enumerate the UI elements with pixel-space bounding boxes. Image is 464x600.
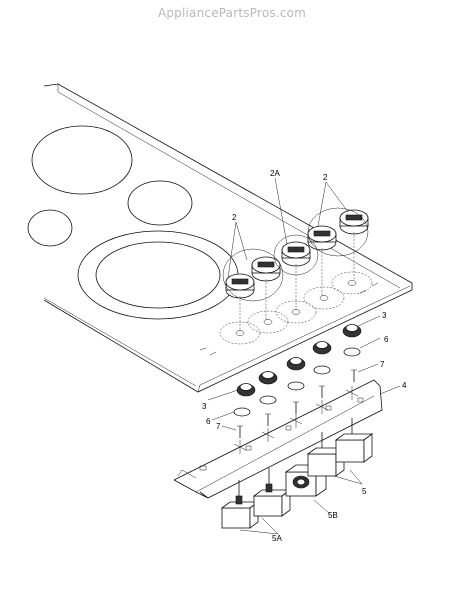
switch-5a-left [220, 480, 260, 529]
screws [237, 369, 357, 438]
mounting-bracket [173, 379, 383, 499]
switch-caps [236, 324, 362, 397]
control-knobs [222, 207, 369, 330]
callout-cap-upper: 3 [382, 311, 387, 320]
burner-front-large-inner [95, 241, 221, 309]
callout-knob-2a: 2A [270, 169, 280, 178]
callout-knob-right: 2 [323, 173, 328, 182]
knob-4 [307, 225, 337, 251]
cooktop-surface [27, 83, 413, 393]
callout-labels: 2 2A 2 3 3 6 6 7 7 4 5 5A 5B [202, 169, 407, 543]
callout-clip-lower: 6 [206, 417, 211, 426]
knob-5 [339, 209, 369, 235]
callout-bracket: 4 [402, 381, 407, 390]
burner-front-large-outer [77, 230, 239, 320]
knob-1 [225, 273, 255, 299]
switch-5-right [334, 418, 374, 463]
knob-2 [251, 256, 281, 282]
burner-rear-right [127, 180, 193, 226]
callout-cap-lower: 3 [202, 402, 207, 411]
callout-clip-upper: 6 [384, 335, 389, 344]
callout-screw-lower: 7 [216, 422, 221, 431]
switch-5a-right [252, 468, 292, 517]
clips [233, 347, 361, 417]
watermark: AppliancePartsPros.com [157, 6, 307, 20]
callout-switch-5a: 5A [272, 534, 282, 543]
callout-screw-upper: 7 [380, 360, 385, 369]
burner-left-partial [27, 209, 73, 247]
leader-lines [207, 177, 401, 535]
callout-switch: 5 [362, 487, 367, 496]
infinite-switches [220, 418, 374, 529]
burner-rear-left [31, 125, 133, 195]
callout-switch-5b: 5B [328, 511, 338, 520]
knob-3 [281, 241, 311, 267]
callout-knob-left: 2 [232, 213, 237, 222]
